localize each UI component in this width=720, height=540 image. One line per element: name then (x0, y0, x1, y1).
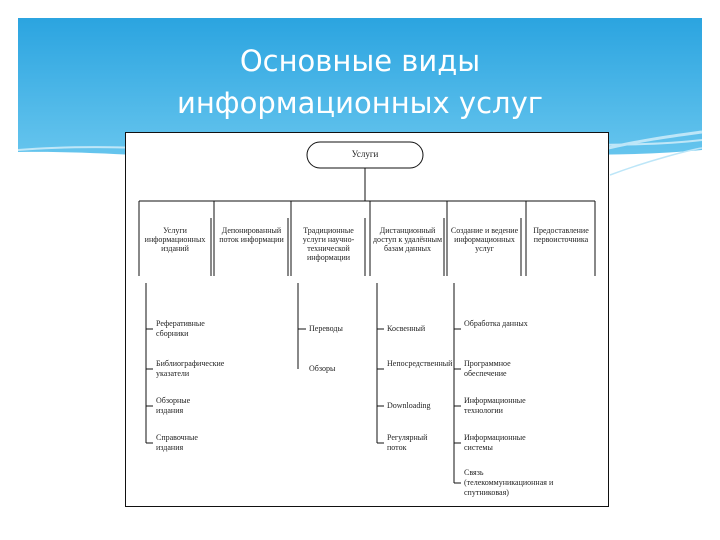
category-label-5: Создание и ведение информационных услуг (448, 226, 521, 253)
leaf-col4-3: Downloading (387, 401, 447, 411)
leaf-col5-4: Информационные системы (464, 433, 544, 453)
category-label-3: Традиционные услуги научно-технической и… (292, 226, 365, 262)
leaf-col1-3: Обзорные издания (156, 396, 216, 416)
category-label-4: Дистанционный доступ к удалённым базам д… (371, 226, 444, 253)
leaf-col4-4: Регулярный поток (387, 433, 447, 453)
leaf-col1-1: Реферативные сборники (156, 319, 236, 339)
leaf-col5-5: Связь (телекоммуникационная и спутникова… (464, 468, 564, 498)
leaf-col5-1: Обработка данных (464, 319, 534, 329)
leaf-col1-4: Справочные издания (156, 433, 226, 453)
leaf-col5-3: Информационные технологии (464, 396, 544, 416)
services-hierarchy-diagram: Услуги Услуги информационных изданий Деп… (125, 132, 609, 507)
title-line-2: информационных услуг (0, 82, 720, 124)
leaf-col3-1: Переводы (309, 324, 369, 334)
title-line-1: Основные виды (0, 40, 720, 82)
leaf-col3-2: Обзоры (309, 364, 369, 374)
leaf-col5-2: Программное обеспечение (464, 359, 544, 379)
leaf-col4-1: Косвенный (387, 324, 447, 334)
leaf-col1-2: Библиографические указатели (156, 359, 246, 379)
root-node-label: Услуги (307, 149, 423, 159)
leaf-col4-2: Непосредственный (387, 359, 447, 369)
slide-title: Основные виды информационных услуг (0, 40, 720, 124)
category-label-2: Депонированный поток информации (215, 226, 288, 244)
category-label-6: Предоставление первоисточника (527, 226, 595, 244)
category-label-1: Услуги информационных изданий (139, 226, 211, 253)
